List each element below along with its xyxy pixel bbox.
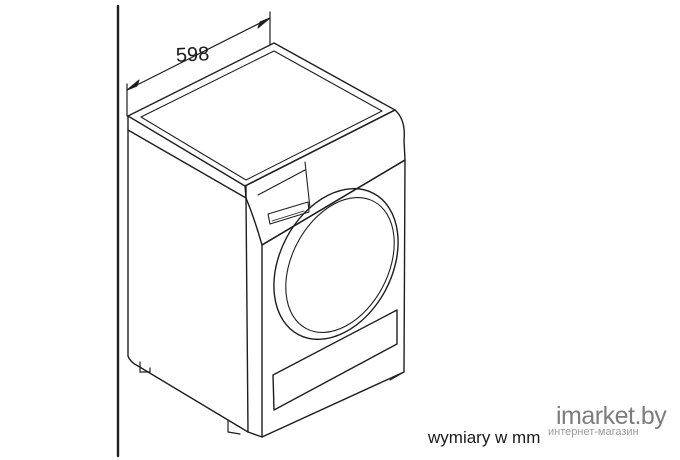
bottom-hatch [272, 309, 398, 411]
width-dimension [126, 11, 271, 117]
watermark-tagline: интернет-магазин [548, 426, 639, 438]
display-window [267, 201, 310, 225]
control-panel [244, 109, 406, 246]
dryer-top [127, 42, 396, 199]
width-dimension-label: 598 [175, 43, 210, 67]
dryer-side [127, 129, 249, 435]
door [273, 187, 399, 341]
units-caption: wymiary w mm [428, 428, 541, 447]
watermark-brand: imarket.by [556, 402, 667, 430]
